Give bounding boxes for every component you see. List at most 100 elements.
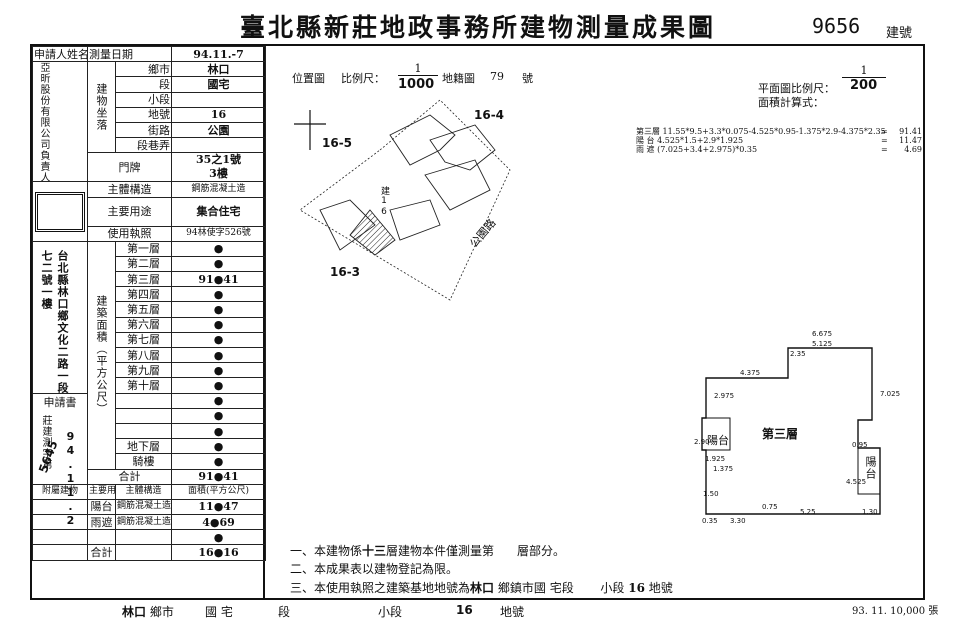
note1-post: 層建物本件僅測量第 (386, 544, 495, 558)
floor-name: 第二層 (115, 255, 172, 273)
floor-row: 第八層● (33, 346, 266, 364)
location-address: 台北縣林口鄉文化二路一段七二號一樓 (40, 250, 69, 394)
floor-name (115, 422, 172, 440)
street-label: 街路 (115, 121, 172, 139)
floor-area: ● (171, 240, 266, 257)
plan-dimension: 0.35 (702, 517, 718, 525)
floor-row: ● (33, 407, 266, 424)
calc-row: 雨 遮 (7.025+3.4+2.975)*0.35=4.69 (636, 145, 926, 154)
attach-side (32, 498, 88, 516)
floor-name: 第五層 (115, 301, 172, 318)
map-label: 地籍圖 (442, 72, 475, 85)
parcel-main: 建16 (379, 186, 389, 218)
note3-lot: 16 (628, 581, 645, 595)
floor-row: 第九層● (33, 362, 266, 379)
floor-plan (701, 347, 881, 515)
seal-stamp (35, 191, 85, 232)
plan-floor-label: 第三層 (762, 427, 799, 441)
floor-area: ● (171, 392, 266, 409)
structure-label: 主體構造 (87, 181, 172, 198)
attach-area: 4●69 (171, 514, 266, 531)
calc-name: 第三層 (636, 127, 663, 136)
floor-area: ● (171, 407, 266, 424)
town-label: 鄉市 (115, 61, 172, 78)
floor-row: 第二層● (33, 255, 266, 273)
application-date: 94.11.2 (64, 430, 77, 528)
note1-pre: 一、本建物係 (290, 544, 363, 558)
site-map (294, 99, 511, 301)
floor-area: ● (171, 255, 266, 273)
footer-town: 林口 (122, 605, 147, 619)
footer-section-unit: 段 (278, 605, 291, 619)
parcel-16-3: 16-3 (330, 265, 361, 279)
floor-name: 第六層 (115, 316, 172, 333)
floor-area: ● (171, 453, 266, 470)
parcel-16-5: 16-5 (322, 136, 353, 150)
attach-side (32, 529, 88, 546)
calc-value: 4.69 (904, 145, 922, 154)
calc-value: 91.41 (899, 127, 922, 136)
calc-formula: 11.55*9.5+3.3*0.075-4.525*0.95-1.375*2.9… (662, 127, 886, 136)
attach-header-cell: 主體構造 (115, 483, 172, 500)
floor-area: ● (171, 286, 266, 303)
plan-dimension: 3.30 (730, 517, 746, 525)
plan-dimension: 2.35 (790, 350, 806, 358)
door-label: 門牌 (87, 152, 172, 183)
footer-sub-unit: 小段 (378, 605, 403, 619)
attach-area: 11●47 (171, 498, 266, 516)
calc-name: 雨 遮 (636, 145, 658, 154)
plan-dimension: 1.925 (705, 455, 726, 463)
floor-area: 91●41 (171, 271, 266, 288)
plan-dimension: 5.125 (812, 340, 833, 348)
note3-pre: 三、本使用執照之建築基地地號為 (290, 581, 471, 595)
document-number: 9656 (812, 14, 861, 38)
floor-area: ● (171, 362, 266, 379)
parcel-16-4: 16-4 (474, 108, 505, 122)
floor-area: ● (171, 346, 266, 364)
application-label: 申請書 (32, 393, 88, 410)
floor-name: 第九層 (115, 362, 172, 379)
plan-balcony-right: 陽台 (864, 456, 877, 480)
footer-town-unit: 鄉市 (149, 605, 174, 619)
footer-section: 國 宅 (205, 605, 233, 619)
attach-row: ● (32, 529, 266, 546)
floor-name: 第八層 (115, 346, 172, 364)
use-label: 主要用途 (87, 196, 172, 227)
floor-name (115, 392, 172, 409)
floor-area: 91●41 (171, 468, 266, 485)
floor-name: 第七層 (115, 331, 172, 349)
note1-num: 十三 (362, 544, 387, 558)
attach-use: 陽台 (87, 498, 116, 516)
calc-formula: 4.525*1.5+2.9*1.925 (657, 136, 744, 145)
floor-row: ● (33, 422, 266, 440)
floor-name: 第十層 (115, 377, 172, 394)
plan-dimension: 0.75 (762, 503, 778, 511)
plan-dimension: 7.025 (880, 390, 901, 398)
section-value: 國宅 (171, 76, 266, 93)
plan-dimension: 4.375 (740, 369, 761, 377)
lot-label: 地號 (115, 106, 172, 123)
area-calculations: 第三層 11.55*9.5+3.3*0.075-4.525*0.95-1.375… (636, 127, 926, 154)
attach-header-cell: 面積(平方公尺) (171, 483, 266, 500)
plan-balcony-left: 陽台 (707, 434, 729, 447)
door-value-1: 35之1號 (196, 153, 241, 167)
plan-dimension: 4.525 (846, 478, 867, 486)
note3-mid: 鄉鎮市 (497, 581, 534, 595)
floor-name: 地下層 (115, 438, 172, 455)
footer-lot-unit: 地號 (500, 605, 525, 619)
subsection-label: 小段 (115, 91, 172, 108)
attach-struct (115, 529, 172, 546)
note3-end: 地號 (648, 581, 673, 595)
attach-struct: 鋼筋混凝土造 (115, 498, 172, 516)
plan-dimension: 5.25 (800, 508, 816, 516)
floor-row: 地下層● (33, 438, 266, 455)
floor-area: ● (171, 377, 266, 394)
calc-label: 面積計算式： (758, 96, 824, 109)
note1-end: 層部分。 (516, 544, 565, 558)
floor-area: ● (171, 316, 266, 333)
note3-sec: 國 宅段 (533, 581, 574, 595)
applicant-label: 申請人姓名 (32, 45, 88, 63)
